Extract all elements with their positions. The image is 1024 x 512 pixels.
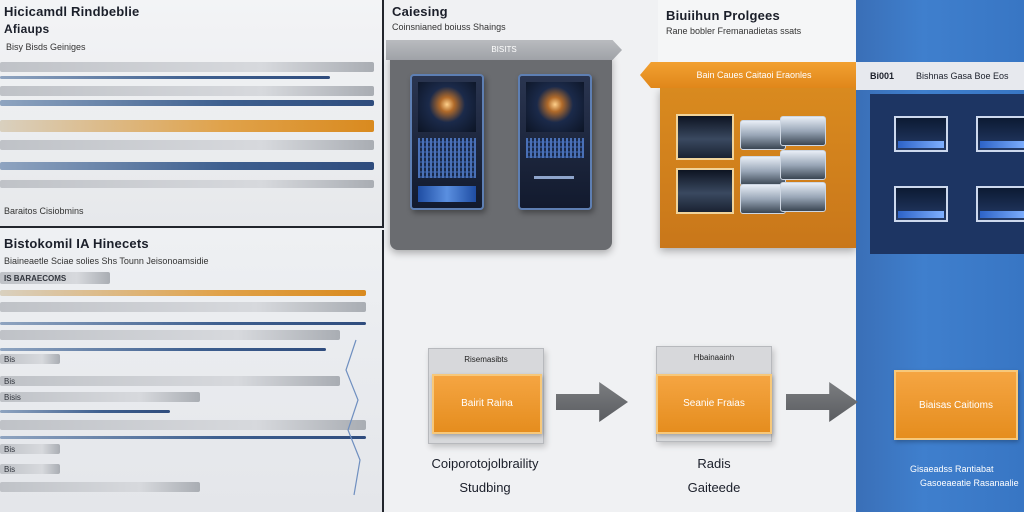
- lb-bar-5: [0, 348, 326, 351]
- device-2-keypad: [526, 138, 584, 158]
- mini-screen-2: [894, 186, 948, 222]
- step-3-orange: Biaisas Caitioms: [894, 370, 1018, 440]
- lb-bar-1: [0, 290, 366, 296]
- device-2-screen: [526, 82, 584, 132]
- left-top-panel: Hicicamdl Rindbeblie Afiaups Bisy Bisds …: [0, 0, 384, 228]
- lb-bar-13: [0, 464, 60, 474]
- blue-strip-text: Bishnas Gasa Boe Eos: [916, 71, 1009, 81]
- bar-label-bg: [0, 272, 110, 284]
- step-2-cap: Hbainaainh: [693, 353, 735, 362]
- left-top-caption: Bisy Bisds Geiniges: [6, 42, 86, 52]
- mini-screen-3: [976, 116, 1024, 152]
- left-bottom-title: Bistokomil IA Hinecets: [4, 236, 149, 251]
- lb-label-3: Bisis: [4, 393, 21, 402]
- photo-1: [676, 114, 734, 160]
- lb-label-2: Bis: [4, 377, 16, 386]
- bar-2: [0, 76, 330, 79]
- mini-screen-1: [894, 116, 948, 152]
- glass-6: [780, 182, 826, 212]
- orange-header-bg: [658, 0, 856, 62]
- mini-screen-2-bar: [898, 211, 944, 218]
- left-bottom-subtitle: Biaineaetle Sciae solies Shs Tounn Jeiso…: [4, 256, 209, 266]
- bar-7: [0, 162, 374, 170]
- lb-bar-2: [0, 302, 366, 312]
- wave-lines-decoration: [345, 339, 361, 496]
- glass-4: [780, 116, 826, 146]
- step-2-orange: Seanie Fraias: [656, 374, 772, 434]
- lb-bar-7: [0, 376, 340, 386]
- left-top-subtitle: Afiaups: [4, 22, 50, 36]
- device-1-keypad: [418, 138, 476, 178]
- lb-bar-11: [0, 436, 366, 439]
- lb-bar-14: [0, 482, 200, 492]
- bar-4: [0, 100, 374, 106]
- mini-screen-3-bar: [980, 141, 1024, 148]
- mini-screen-4-bar: [980, 211, 1024, 218]
- lb-bar-12: [0, 444, 60, 454]
- bar-label: IS BARAECOMS: [4, 274, 67, 283]
- step-1-orange: Bairit Raina: [432, 374, 542, 434]
- bar-8: [0, 180, 374, 188]
- step-1-cap: Risemasibts: [464, 355, 508, 364]
- device-1-screen: [418, 82, 476, 132]
- blue-note-2: Gasoeaeatie Rasanaalie: [920, 478, 1019, 488]
- bar-1: [0, 62, 374, 72]
- lb-bar-4: [0, 330, 340, 340]
- device-2-text: [534, 176, 574, 179]
- device-1-footer: [418, 186, 476, 202]
- bar-5: [0, 120, 374, 132]
- left-bottom-panel: Bistokomil IA Hinecets Biaineaetle Sciae…: [0, 230, 384, 512]
- orange-banner: Bain Caues Caitaoi Eraonles: [640, 62, 858, 88]
- glass-3: [740, 184, 786, 214]
- lb-bar-9: [0, 410, 170, 413]
- lb-label-5: Bis: [4, 465, 16, 474]
- blue-note-1: Gisaeadss Rantiabat: [910, 464, 994, 474]
- center-title: Caiesing: [392, 4, 448, 19]
- lb-bar-3: [0, 322, 366, 325]
- blue-strip-id: Bi001: [870, 71, 895, 81]
- bar-3: [0, 86, 374, 96]
- lb-bar-8: [0, 392, 200, 402]
- orange-subtitle: Rane bobler Fremanadietas ssats: [666, 26, 802, 36]
- glass-5: [780, 150, 826, 180]
- device-1: [410, 74, 484, 210]
- mini-screen-4: [976, 186, 1024, 222]
- step-1-caption: Coiporotojolbraility: [431, 456, 539, 471]
- mini-screen-1-bar: [898, 141, 944, 148]
- step-2-caption: Radis: [697, 456, 731, 471]
- lb-label-4: Bis: [4, 445, 16, 454]
- left-top-bottom-label: Baraitos Cisiobmins: [4, 206, 84, 216]
- step-2-sub: Gaiteede: [687, 480, 741, 495]
- orange-title: Biuiihun Prolgees: [666, 8, 780, 23]
- step-1-sub: Studbing: [459, 480, 511, 495]
- lb-label-1: Bis: [4, 355, 16, 364]
- lb-bar-6: [0, 354, 60, 364]
- lb-bar-10: [0, 420, 366, 430]
- gray-banner: BISITS: [386, 40, 622, 60]
- bar-6: [0, 140, 374, 150]
- left-top-title: Hicicamdl Rindbeblie: [4, 4, 140, 19]
- glass-1: [740, 120, 786, 150]
- center-subtitle: Coinsnianed boiuss Shaings: [392, 22, 506, 32]
- device-2: [518, 74, 592, 210]
- blue-strip: Bi001 Bishnas Gasa Boe Eos: [856, 62, 1024, 90]
- photo-2: [676, 168, 734, 214]
